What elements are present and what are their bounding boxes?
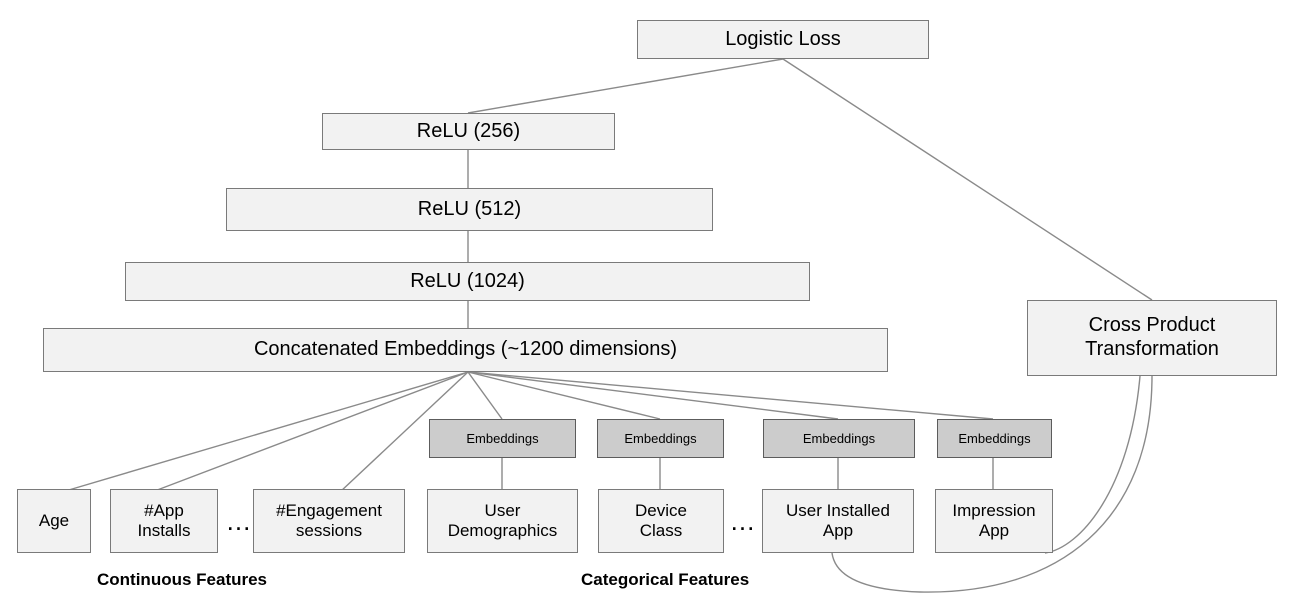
node-relu-1024-label: ReLU (1024) <box>410 269 525 292</box>
edge-concat-to-emb-device-class <box>467 371 661 420</box>
edge-crossproduct-to-impression-app <box>1044 375 1141 554</box>
node-relu-1024[interactable]: ReLU (1024) <box>125 262 810 301</box>
node-concatenated-embeddings-label: Concatenated Embeddings (~1200 dimension… <box>253 338 678 361</box>
node-cross-product-transformation[interactable]: Cross Product Transformation <box>1027 300 1277 376</box>
edge-concat-to-emb-impression-app <box>467 371 994 420</box>
node-embeddings-user-installed-app-label: Embeddings <box>802 430 876 446</box>
node-logistic-loss[interactable]: Logistic Loss <box>637 20 929 59</box>
node-cross-product-line2: Transformation <box>1085 338 1219 360</box>
node-relu-256-label: ReLU (256) <box>416 119 521 142</box>
node-feature-age-line1: Age <box>38 510 70 530</box>
node-feature-engagement-sessions[interactable]: #Engagement sessions <box>253 489 405 553</box>
node-feature-device-class[interactable]: Device Class <box>598 489 724 553</box>
node-feature-device-class-line1: Device <box>635 500 687 520</box>
node-feature-user-installed-app-line2: App <box>822 521 854 540</box>
node-feature-app-installs-line1: #App <box>144 500 184 520</box>
node-feature-impression-app-line1: Impression <box>952 500 1036 520</box>
node-relu-512[interactable]: ReLU (512) <box>226 188 713 231</box>
node-feature-user-installed-app[interactable]: User Installed App <box>762 489 914 553</box>
node-feature-app-installs-line2: Installs <box>137 521 191 540</box>
edge-loss-to-relu256 <box>467 58 784 114</box>
group-label-continuous-features: Continuous Features <box>97 570 268 589</box>
node-feature-age[interactable]: Age <box>17 489 91 553</box>
node-embeddings-impression-app[interactable]: Embeddings <box>937 419 1052 458</box>
node-embeddings-user-installed-app[interactable]: Embeddings <box>763 419 915 458</box>
edge-concat-to-emb-user-demographics <box>467 371 503 420</box>
node-feature-impression-app-line2: App <box>978 521 1010 540</box>
node-embeddings-impression-app-label: Embeddings <box>958 430 1031 446</box>
edge-crossproduct-to-user-installed-app <box>831 375 1153 593</box>
node-cross-product-line1: Cross Product <box>1088 314 1216 337</box>
group-label-categorical-features: Categorical Features <box>581 570 750 589</box>
edge-concat-to-app-installs <box>151 371 469 493</box>
edge-loss-to-crossproduct <box>782 58 1153 301</box>
edge-concat-to-age <box>61 371 469 493</box>
node-feature-engagement-sessions-line2: sessions <box>295 521 363 540</box>
node-feature-engagement-sessions-line1: #Engagement <box>276 500 382 520</box>
node-embeddings-device-class-label: Embeddings <box>624 430 697 446</box>
node-feature-user-installed-app-line1: User Installed <box>786 500 890 520</box>
node-relu-256[interactable]: ReLU (256) <box>322 113 615 150</box>
node-logistic-loss-label: Logistic Loss <box>725 27 841 50</box>
node-feature-user-demographics-line2: Demographics <box>447 521 558 540</box>
ellipsis-continuous: ... <box>226 505 252 536</box>
node-relu-512-label: ReLU (512) <box>417 197 522 220</box>
node-concatenated-embeddings[interactable]: Concatenated Embeddings (~1200 dimension… <box>43 328 888 372</box>
edge-concat-to-emb-user-installed-app <box>467 371 839 420</box>
node-embeddings-user-demographics[interactable]: Embeddings <box>429 419 576 458</box>
node-feature-app-installs[interactable]: #App Installs <box>110 489 218 553</box>
node-embeddings-device-class[interactable]: Embeddings <box>597 419 724 458</box>
node-feature-user-demographics[interactable]: User Demographics <box>427 489 578 553</box>
node-feature-user-demographics-line1: User <box>484 500 521 520</box>
node-feature-device-class-line2: Class <box>639 521 683 540</box>
node-feature-impression-app[interactable]: Impression App <box>935 489 1053 553</box>
node-embeddings-user-demographics-label: Embeddings <box>466 430 539 446</box>
ellipsis-categorical: ... <box>730 505 756 536</box>
